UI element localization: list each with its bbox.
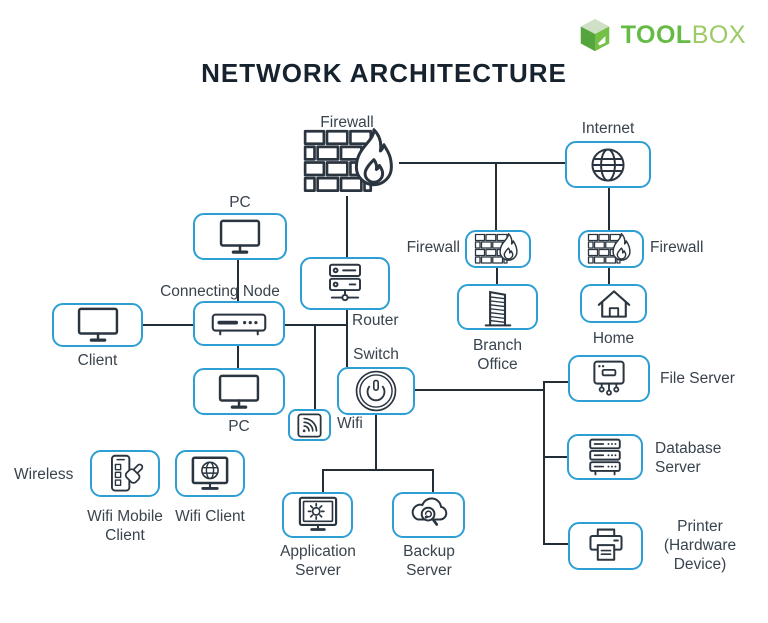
node-pc-bottom (193, 368, 285, 415)
node-application-server (282, 492, 353, 538)
connector-file-server-stub (545, 381, 568, 383)
connector-printer-stub (545, 543, 568, 545)
monitor-gear-icon (298, 496, 337, 531)
cloud-sync-icon (411, 497, 447, 526)
node-label-firewall-home: Firewall (650, 239, 704, 256)
node-label-home: Home (592, 330, 635, 347)
node-home (580, 284, 647, 323)
node-label-pc-bottom: PC (228, 418, 250, 435)
office-building-icon (484, 290, 511, 327)
node-printer (568, 522, 643, 570)
node-label-wifi-client: Wifi Client (175, 508, 245, 525)
toolbox-logo: TOOLBOX (576, 16, 746, 54)
node-label-router: Router (352, 312, 399, 329)
node-label-backup-server: Backup Server (403, 543, 455, 579)
connector-router-switch (346, 310, 348, 367)
node-database-server (567, 434, 643, 480)
node-label-client: Client (77, 352, 118, 369)
node-label-connecting-node: Connecting Node (160, 283, 280, 300)
node-label-internet: Internet (581, 120, 635, 137)
node-firewall-branch (465, 230, 531, 268)
monitor-icon (219, 218, 261, 254)
firewall-icon (587, 232, 631, 264)
connector-pc-connecting-node (237, 260, 239, 301)
connector-connecting-node-pc (237, 346, 239, 368)
node-label-database-server: Database Server (655, 440, 722, 476)
logo-text-box: BOX (691, 20, 746, 49)
connector-connecting-node-router (285, 324, 347, 326)
node-label-file-server: File Server (660, 370, 735, 387)
connector-application-server (322, 469, 324, 492)
node-label-firewall-branch: Firewall (406, 239, 460, 256)
node-backup-server (392, 492, 465, 538)
node-connecting-node (193, 301, 285, 346)
file-server-icon (593, 360, 625, 396)
connector-internet-home-firewall (608, 188, 610, 230)
node-pc-top (193, 213, 287, 260)
logo-text-tool: TOOL (620, 20, 692, 49)
connector-firewall-router (346, 196, 348, 257)
node-label-branch-office: Branch Office (472, 337, 523, 373)
globe-icon (591, 147, 625, 182)
node-label-firewall-top: Firewall (320, 114, 374, 131)
firewall-icon (474, 232, 518, 264)
router-icon (329, 263, 361, 302)
label-wireless: Wireless (14, 466, 74, 483)
connector-to-wifi (314, 325, 316, 409)
connector-server-tee (322, 469, 434, 471)
power-button-icon (355, 370, 397, 412)
connector-to-branch-firewall (495, 163, 497, 230)
printer-icon (588, 528, 623, 561)
hub-icon (211, 313, 267, 335)
node-label-printer: Printer (Hardware Device) (663, 518, 737, 573)
monitor-icon (218, 373, 260, 409)
monitor-icon (76, 307, 119, 342)
node-client (52, 303, 143, 347)
page-title: NETWORK ARCHITECTURE (201, 58, 567, 88)
node-label-wifi: Wifi (337, 415, 363, 432)
connector-switch-servers (415, 389, 545, 391)
node-branch-office (457, 284, 538, 330)
node-internet (565, 141, 651, 188)
node-label-pc-top: PC (229, 194, 251, 211)
firewall-icon (303, 128, 394, 193)
connector-switch-down (375, 415, 377, 470)
monitor-globe-icon (191, 456, 229, 490)
node-wifi-mobile-client (90, 450, 160, 497)
node-wifi (288, 409, 331, 441)
connector-client-connecting-node (143, 324, 193, 326)
phone-tap-icon (110, 454, 144, 491)
database-icon (589, 438, 621, 476)
wifi-icon (297, 412, 322, 438)
node-wifi-client (175, 450, 245, 497)
connector-server-spine (543, 381, 545, 545)
node-switch (337, 367, 415, 415)
connector-firewall-home (608, 268, 610, 284)
connector-firewall-branch-office (496, 268, 498, 284)
connector-firewall-internet (399, 162, 566, 164)
node-label-switch: Switch (353, 346, 399, 363)
node-router (300, 257, 390, 310)
node-label-wifi-mobile-client: Wifi Mobile Client (87, 508, 163, 544)
home-icon (597, 289, 630, 318)
connector-database-stub (545, 456, 567, 458)
node-firewall-home (578, 230, 644, 268)
connector-backup-server (432, 469, 434, 492)
node-label-application-server: Application Server (280, 543, 356, 579)
node-file-server (568, 355, 650, 402)
toolbox-cube-icon (580, 18, 609, 52)
